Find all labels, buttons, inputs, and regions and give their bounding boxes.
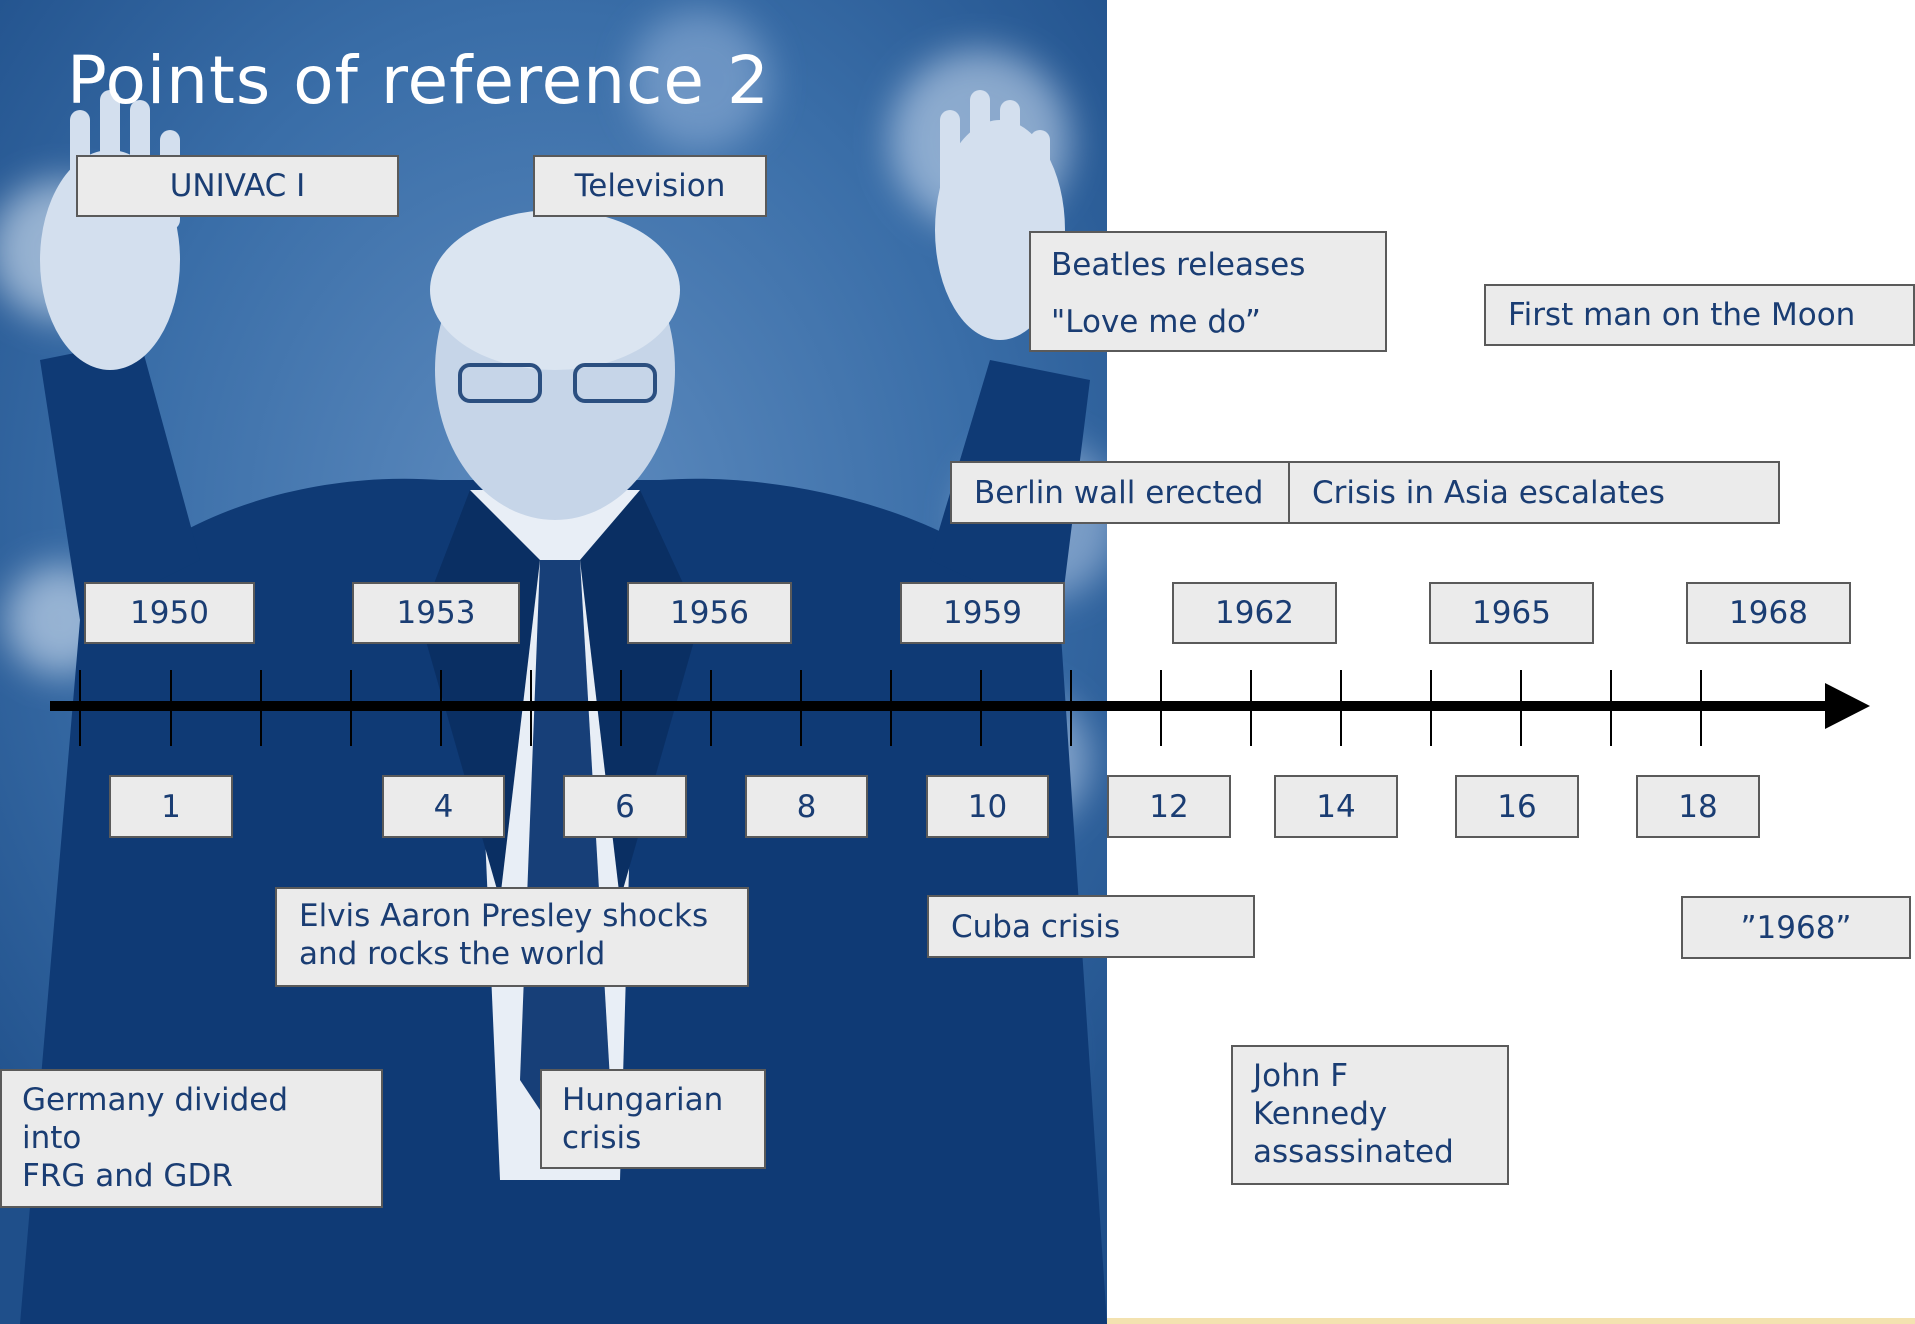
timeline-ticks bbox=[79, 670, 1702, 746]
year-label-1956: 1956 bbox=[627, 582, 792, 644]
event-univac: UNIVAC I bbox=[76, 155, 399, 217]
event-germany-line2: into bbox=[22, 1120, 82, 1156]
age-label-16: 16 bbox=[1455, 775, 1579, 838]
event-1968: ”1968” bbox=[1681, 896, 1911, 959]
event-jfk-line3: assassinated bbox=[1253, 1134, 1454, 1170]
page-title: Points of reference 2 bbox=[67, 42, 770, 119]
age-label-8: 8 bbox=[745, 775, 868, 838]
event-elvis-line1: Elvis Aaron Presley shocks bbox=[299, 898, 709, 934]
footer-accent-line bbox=[1107, 1318, 1915, 1324]
event-germany-divided: Germany divided into FRG and GDR bbox=[0, 1069, 383, 1208]
event-hungarian-crisis: Hungarian crisis bbox=[540, 1069, 766, 1169]
age-label-18: 18 bbox=[1636, 775, 1760, 838]
event-cuba-crisis: Cuba crisis bbox=[927, 895, 1255, 958]
event-beatles-line1: Beatles releases bbox=[1051, 247, 1306, 283]
event-germany-line3: FRG and GDR bbox=[22, 1158, 233, 1194]
event-berlin-wall: Berlin wall erected bbox=[950, 461, 1292, 524]
year-label-1959: 1959 bbox=[900, 582, 1065, 644]
age-label-10: 10 bbox=[926, 775, 1049, 838]
year-label-1965: 1965 bbox=[1429, 582, 1594, 644]
age-label-4: 4 bbox=[382, 775, 505, 838]
event-jfk-line2: Kennedy bbox=[1253, 1096, 1388, 1132]
event-television: Television bbox=[533, 155, 767, 217]
event-jfk-line1: John F bbox=[1253, 1058, 1349, 1094]
year-label-1962: 1962 bbox=[1172, 582, 1337, 644]
timeline-arrowhead bbox=[1825, 683, 1870, 729]
event-jfk-assassinated: John F Kennedy assassinated bbox=[1231, 1045, 1509, 1185]
age-label-6: 6 bbox=[563, 775, 687, 838]
event-elvis-line2: and rocks the world bbox=[299, 936, 606, 972]
event-hungary-line2: crisis bbox=[562, 1120, 642, 1156]
year-label-1968: 1968 bbox=[1686, 582, 1851, 644]
year-label-1953: 1953 bbox=[352, 582, 520, 644]
event-elvis: Elvis Aaron Presley shocks and rocks the… bbox=[275, 887, 749, 987]
age-label-12: 12 bbox=[1107, 775, 1231, 838]
event-hungary-line1: Hungarian bbox=[562, 1082, 724, 1118]
event-moon: First man on the Moon bbox=[1484, 284, 1915, 346]
event-beatles: Beatles releases "Love me do” bbox=[1029, 231, 1387, 352]
event-germany-line1: Germany divided bbox=[22, 1082, 289, 1118]
year-label-1950: 1950 bbox=[84, 582, 255, 644]
event-asia-crisis: Crisis in Asia escalates bbox=[1288, 461, 1780, 524]
age-label-14: 14 bbox=[1274, 775, 1398, 838]
event-beatles-line2: "Love me do” bbox=[1051, 304, 1261, 340]
age-label-1: 1 bbox=[109, 775, 233, 838]
